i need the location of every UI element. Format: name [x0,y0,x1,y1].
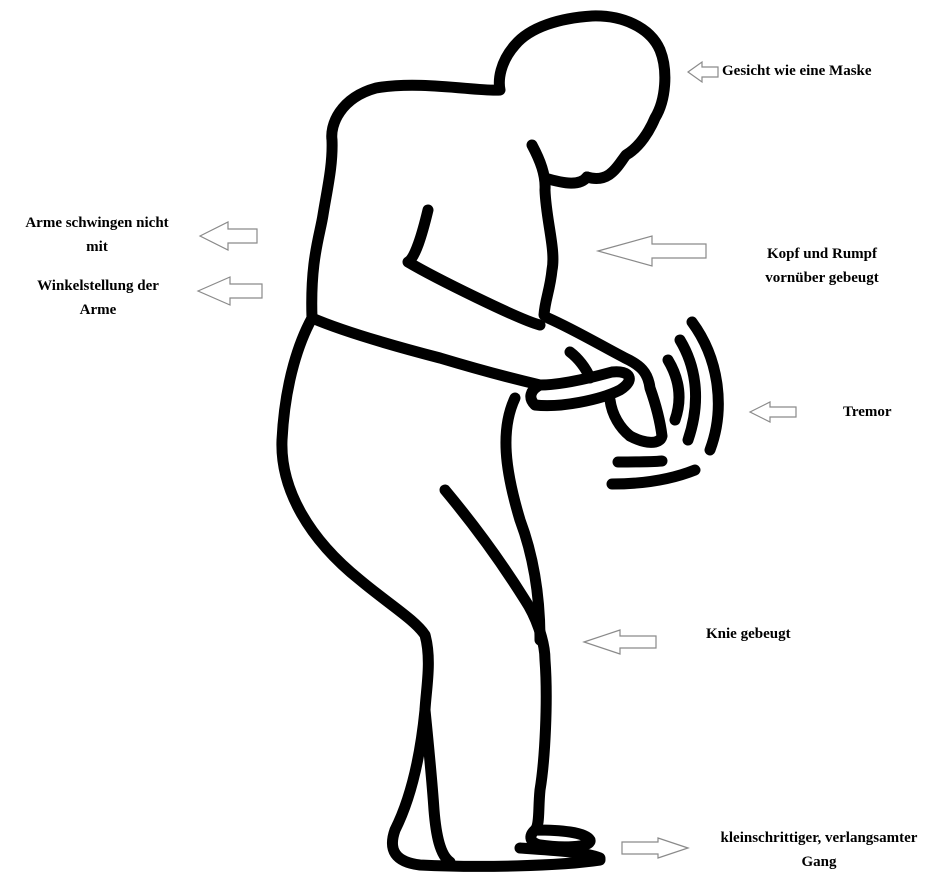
label-gait-line2: Gang [692,850,946,874]
wrist-lower [610,400,630,436]
label-gait-line1: kleinschrittiger, verlangsamter [692,826,946,850]
jaw-line [545,177,587,183]
arrow-left-angle [198,277,262,305]
label-arms-line2: mit [2,235,192,259]
label-arms: Arme schwingen nicht mit [2,211,192,259]
label-angle: Winkelstellung der Arme [18,274,178,322]
label-tremor: Tremor [843,400,892,424]
label-arms-line1: Arme schwingen nicht [2,211,192,235]
label-mask-text: Gesicht wie eine Maske [722,59,872,83]
label-gait: kleinschrittiger, verlangsamter Gang [692,826,946,874]
arrow-left-tremor [750,402,796,422]
label-tremor-text: Tremor [843,400,892,424]
chest-outline [532,145,553,315]
arrow-left-bent [598,236,706,266]
tremor-line-1 [618,461,662,462]
fingers [570,352,590,378]
label-knee: Knie gebeugt [706,622,791,646]
label-bent: Kopf und Rumpf vornüber gebeugt [742,242,902,290]
label-bent-line2: vornüber gebeugt [742,266,902,290]
label-angle-line2: Arme [18,298,178,322]
label-angle-line1: Winkelstellung der [18,274,178,298]
arrow-left-arms [200,222,257,250]
inner-arm [408,210,540,325]
rear-foot [520,848,600,858]
label-mask: Gesicht wie eine Maske [722,59,872,83]
tremor-arc-1 [668,360,679,420]
arrow-right-gait [622,838,688,858]
head-back-outline [282,16,665,866]
rear-leg-inner [425,710,450,862]
label-knee-text: Knie gebeugt [706,622,791,646]
belly-line [312,318,540,385]
label-bent-line1: Kopf und Rumpf [742,242,902,266]
arrow-left-knee [584,630,656,654]
arrow-left-mask [688,62,718,82]
tremor-line-2 [612,470,695,484]
